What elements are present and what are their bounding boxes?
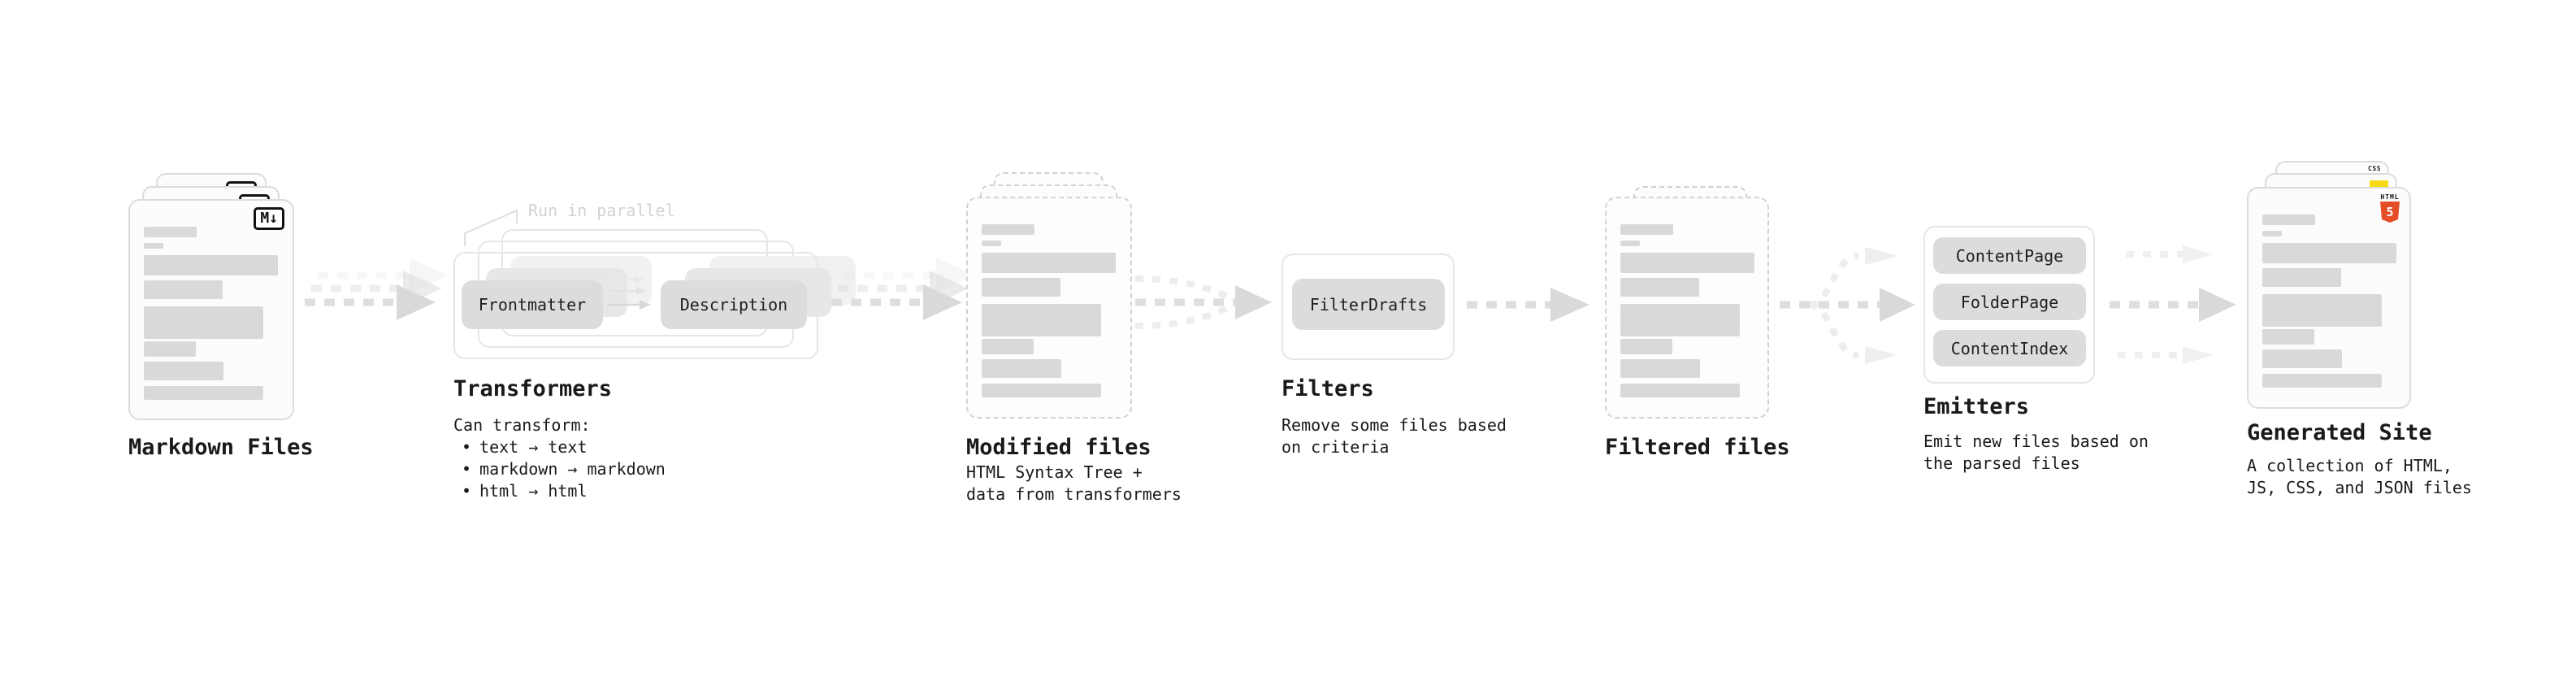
generated-site-description: A collection of HTML, JS, CSS, and JSON … bbox=[2247, 456, 2472, 497]
emitter-pill-list: ContentPage FolderPage ContentIndex bbox=[1933, 237, 2086, 367]
content-bar bbox=[1620, 253, 1754, 273]
content-bar bbox=[144, 341, 196, 357]
site-file-card-html: HTML 5 bbox=[2247, 187, 2411, 409]
emitters-description: Emit new files based on the parsed files bbox=[1923, 432, 2149, 473]
content-bar bbox=[982, 278, 1060, 297]
content-bar bbox=[1620, 241, 1640, 246]
folderpage-pill: FolderPage bbox=[1933, 284, 2086, 320]
bullet-item: •html → html bbox=[462, 481, 588, 501]
transformers-bullet-list: •text → text •markdown → markdown •html … bbox=[462, 436, 666, 502]
markdown-files-label: Markdown Files bbox=[128, 435, 314, 460]
content-bar bbox=[144, 227, 197, 237]
content-bar bbox=[1620, 339, 1672, 354]
annotation-leader-line bbox=[464, 209, 518, 246]
generated-site-label: Generated Site bbox=[2247, 420, 2432, 445]
file-content-bars bbox=[982, 224, 1116, 397]
content-bar bbox=[144, 255, 278, 275]
contentpage-pill: ContentPage bbox=[1933, 237, 2086, 274]
arrow-filtered-to-emitters bbox=[1780, 247, 1915, 364]
content-bar bbox=[1620, 384, 1740, 397]
filters-description: Remove some files based on criteria bbox=[1281, 415, 1507, 457]
content-bar bbox=[144, 386, 263, 400]
content-bar bbox=[982, 384, 1101, 397]
content-bar bbox=[982, 241, 1001, 246]
filters-label: Filters bbox=[1281, 376, 1374, 401]
frontmatter-pill: Frontmatter bbox=[462, 280, 603, 329]
content-bar bbox=[1620, 278, 1699, 297]
file-content-bars bbox=[144, 227, 278, 400]
arrow-markdown-to-transformers bbox=[305, 258, 449, 320]
content-bar bbox=[982, 304, 1101, 336]
bullet-item: •text → text bbox=[462, 437, 588, 457]
content-bar bbox=[2262, 243, 2396, 263]
arrow-emitters-to-site bbox=[2110, 245, 2236, 364]
html5-icon: HTML 5 bbox=[2379, 194, 2401, 223]
parallel-arrows-icon bbox=[607, 275, 651, 310]
content-bar bbox=[1620, 304, 1740, 336]
content-bar bbox=[2262, 349, 2342, 368]
content-bar bbox=[982, 224, 1034, 235]
markdown-file-card-front: M↓ bbox=[128, 199, 294, 420]
svg-text:5: 5 bbox=[2386, 205, 2393, 219]
content-bar bbox=[2262, 268, 2341, 287]
content-bar bbox=[982, 339, 1034, 354]
markdown-icon: M↓ bbox=[254, 207, 284, 230]
arrow-transformers-to-modified bbox=[831, 258, 975, 320]
content-bar bbox=[144, 280, 223, 299]
transformers-description-intro: Can transform: bbox=[453, 415, 591, 435]
transformers-box-front bbox=[453, 252, 818, 359]
emitters-label: Emitters bbox=[1923, 394, 2030, 419]
filters-box bbox=[1281, 254, 1455, 360]
content-bar bbox=[1620, 224, 1673, 235]
content-bar bbox=[982, 253, 1116, 273]
emitters-box bbox=[1923, 226, 2095, 384]
content-bar bbox=[2262, 374, 2382, 388]
content-bar bbox=[144, 306, 263, 339]
modified-file-card-front bbox=[966, 197, 1132, 419]
file-content-bars bbox=[2262, 215, 2396, 388]
filterdrafts-pill: FilterDrafts bbox=[1292, 279, 1445, 330]
bullet-item: •markdown → markdown bbox=[462, 459, 666, 479]
modified-files-label: Modified files bbox=[966, 435, 1151, 460]
content-bar bbox=[2262, 329, 2314, 345]
content-bar bbox=[2262, 215, 2315, 225]
javascript-file-icon bbox=[2370, 180, 2388, 189]
transformers-label: Transformers bbox=[453, 376, 613, 401]
content-bar bbox=[982, 359, 1061, 378]
run-in-parallel-annotation: Run in parallel bbox=[528, 201, 675, 220]
content-bar bbox=[1620, 359, 1700, 378]
filtered-files-label: Filtered files bbox=[1605, 435, 1790, 460]
content-bar bbox=[2262, 231, 2282, 236]
contentindex-pill: ContentIndex bbox=[1933, 330, 2086, 367]
arrow-modified-to-filters bbox=[1134, 275, 1272, 329]
content-bar bbox=[144, 362, 223, 380]
content-bar bbox=[144, 243, 163, 249]
content-bar bbox=[2262, 294, 2382, 327]
modified-files-description: HTML Syntax Tree + data from transformer… bbox=[966, 462, 1182, 504]
file-content-bars bbox=[1620, 224, 1754, 397]
filtered-file-card-front bbox=[1605, 197, 1769, 419]
description-pill: Description bbox=[661, 280, 807, 329]
arrow-filters-to-filtered bbox=[1467, 288, 1589, 322]
